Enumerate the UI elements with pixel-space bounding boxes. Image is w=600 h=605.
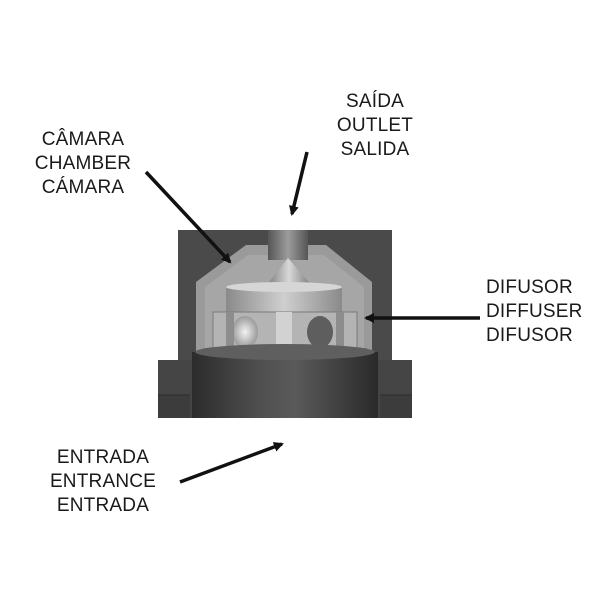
chamber-arrow <box>144 170 232 264</box>
outlet-passage <box>268 230 308 260</box>
diffuser-label-pt: DIFUSOR <box>486 277 573 298</box>
arrows <box>144 151 480 484</box>
diffuser-hole-right <box>307 316 333 348</box>
diffuser-hole-left <box>232 316 258 348</box>
outlet-label-pt: SAÍDA <box>345 91 405 112</box>
outlet-arrow <box>289 151 309 216</box>
outlet-label-es: SALIDA <box>340 139 410 160</box>
diffuser-top <box>226 282 342 314</box>
chamber-label-es: CÁMARA <box>41 177 125 198</box>
diffuser-rib <box>276 312 292 352</box>
inlet-label: ENTRADA ENTRANCE ENTRADA <box>48 446 158 518</box>
diffuser-label: DIFUSOR DIFFUSER DIFUSOR <box>486 276 586 348</box>
diffuser-cone <box>266 258 312 286</box>
diffuser-label-en: DIFFUSER <box>486 301 583 322</box>
inlet-pipe <box>192 344 378 418</box>
chamber-label-en: CHAMBER <box>34 153 132 174</box>
inlet-label-pt: ENTRADA <box>56 447 150 468</box>
chamber-label-pt: CÂMARA <box>41 129 125 150</box>
outlet-label: SAÍDA OUTLET SALIDA <box>335 90 415 162</box>
outlet-label-en: OUTLET <box>336 115 414 136</box>
inlet-label-en: ENTRANCE <box>49 471 157 492</box>
inlet-arrow <box>179 442 284 484</box>
chamber-label: CÂMARA CHAMBER CÁMARA <box>28 128 138 200</box>
inlet-label-es: ENTRADA <box>56 495 150 516</box>
diffuser-label-es: DIFUSOR <box>486 325 573 346</box>
